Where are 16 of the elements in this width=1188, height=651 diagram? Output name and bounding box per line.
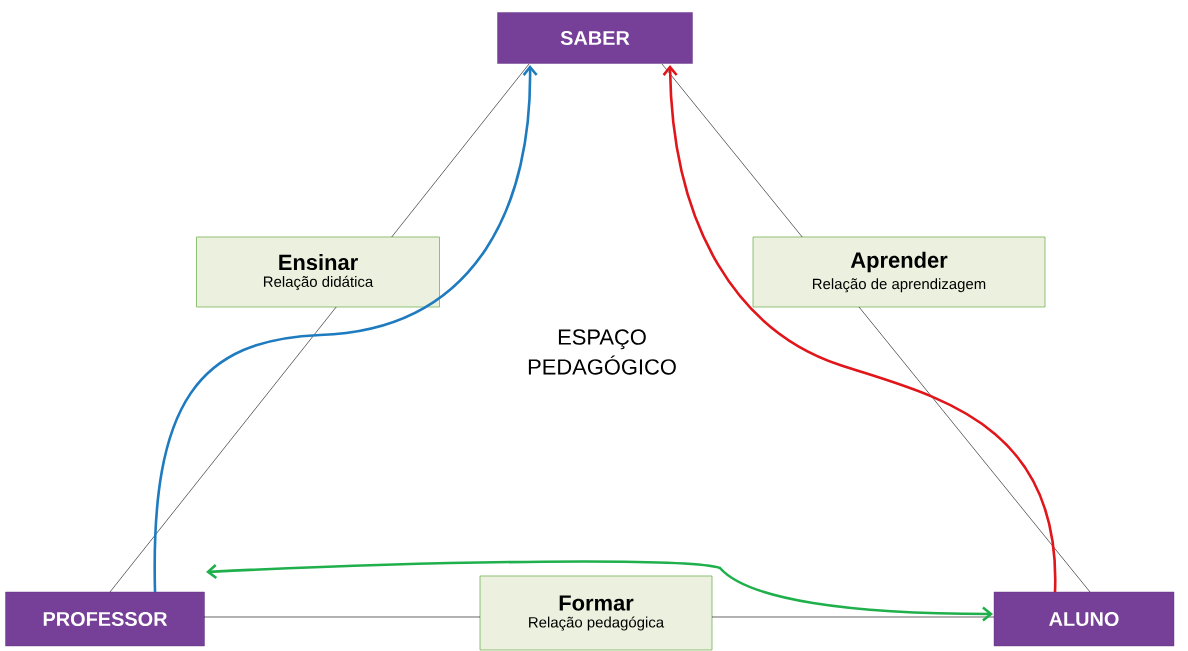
relation-box: Ensinar Relação didática: [196, 236, 440, 308]
curved-arrow: [153, 65, 538, 592]
relation-box: Aprender Relação de aprendizagem: [752, 236, 1046, 308]
concept-box: ALUNO: [993, 591, 1175, 647]
triangle-line: [109, 306, 337, 593]
triangle-line: [858, 306, 1091, 593]
triangle-line: [391, 63, 530, 238]
triangle-line: [203, 616, 481, 618]
area-label: ESPAÇO PEDAGÓGICO: [528, 329, 676, 375]
concept-box: PROFESSOR: [5, 591, 205, 647]
concept-box: SABER: [497, 12, 693, 64]
curved-arrow: [662, 65, 1057, 593]
triangle-line: [711, 616, 995, 618]
relation-box: Formar Relação pedagógica: [479, 575, 713, 651]
triangle-line: [661, 63, 803, 238]
curved-arrow: [206, 560, 993, 622]
